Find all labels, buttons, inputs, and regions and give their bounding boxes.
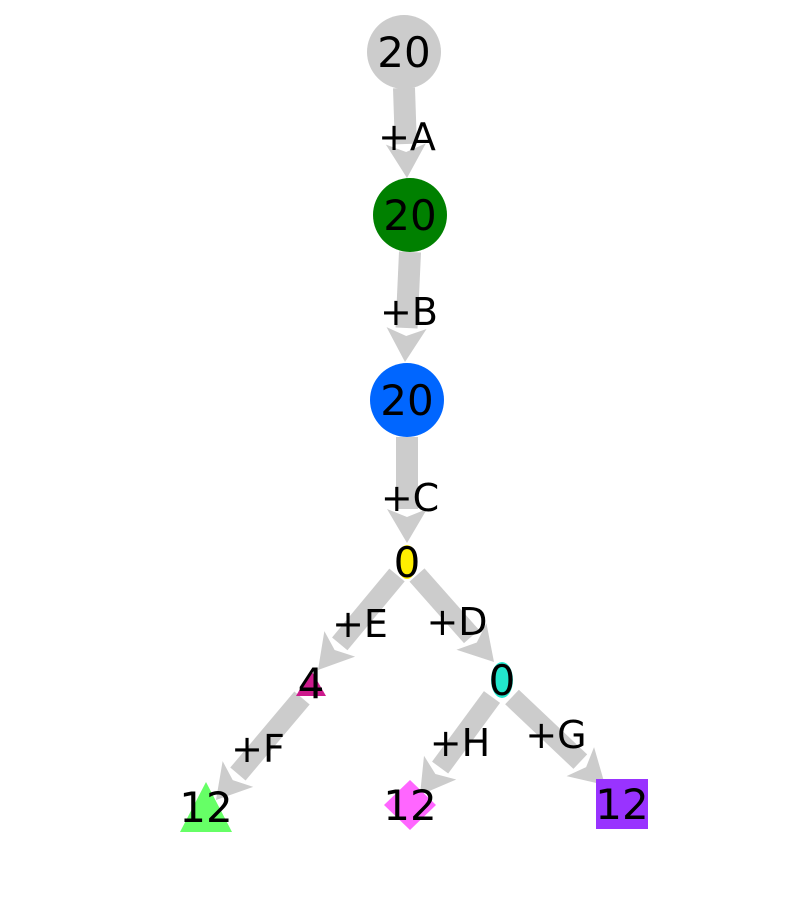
edge-stem [395,251,421,329]
edge-g [505,689,605,785]
circle-node-shape [367,15,441,89]
arrowhead-icon [420,755,457,795]
ellipse-node-shape [397,545,417,579]
edge-label: +B [380,290,438,334]
node-value: 0 [489,656,516,705]
edge-label: +E [332,602,388,646]
triangle-node-shape [180,782,232,832]
node-value: 20 [377,28,430,77]
edge-stem [505,689,588,769]
edge-stem [393,87,417,145]
node-value: 12 [595,780,648,829]
node-g: 12 [595,779,649,829]
node-a: 20 [373,178,447,252]
edge-label: +D [426,600,487,644]
triangle-node-shape [296,670,326,696]
edge-d [409,568,494,662]
node-value: 0 [394,538,421,587]
arrowhead-icon [456,623,494,662]
arrowhead-icon [318,631,356,670]
edge-a [385,87,426,178]
edge-label: +C [381,476,439,520]
node-c: 0 [394,538,421,587]
node-f: 12 [179,782,233,832]
node-value: 20 [380,376,433,425]
edge-labels-layer: +A +B +C +E +D +F +H +G [231,115,587,771]
node-d: 0 [489,656,516,705]
arrowhead-icon [386,327,427,362]
arrowhead-icon [216,761,254,800]
node-h: 12 [383,780,437,830]
node-value: 4 [298,659,325,708]
circle-node-shape [373,178,447,252]
edge-label: +G [525,713,586,757]
node-value: 20 [383,191,436,240]
edge-label: +A [378,115,436,159]
edge-stem [230,691,310,781]
nodes-layer: 20 20 20 0 4 0 12 12 12 [179,15,649,832]
edge-stem [332,568,405,651]
diamond-node-shape [384,780,436,830]
edge-f [216,691,310,800]
square-node-shape [596,779,648,829]
edge-c [387,437,427,543]
edge-b [386,251,427,362]
edge-h [420,691,501,795]
edge-e [318,568,405,670]
node-e: 4 [296,659,326,708]
edges-layer [216,87,605,800]
edge-stem [432,691,501,774]
ellipse-node-shape [491,662,513,698]
edge-stem [409,568,479,644]
arrowhead-icon [385,143,426,178]
edge-label: +F [231,727,285,771]
arrowhead-icon [387,509,427,543]
edge-label: +H [430,721,490,765]
node-value: 12 [179,783,232,832]
circle-node-shape [370,363,444,437]
node-b: 20 [370,363,444,437]
node-root: 20 [367,15,441,89]
node-value: 12 [383,781,436,830]
arrowhead-icon [566,747,605,785]
